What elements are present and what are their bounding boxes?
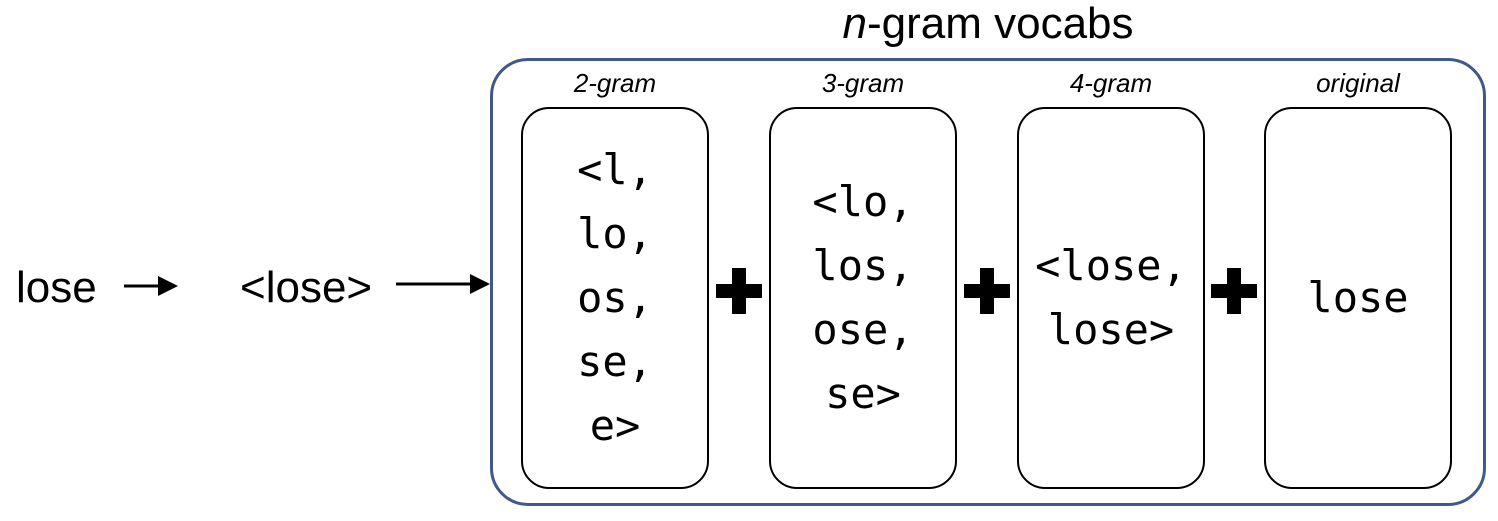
token: <l, [577, 145, 653, 194]
arrow-icon [396, 274, 490, 294]
token: lo, [577, 209, 653, 258]
token: se> [825, 369, 901, 418]
token: <lose, [1035, 241, 1187, 290]
vocab-label-original: original [1316, 68, 1400, 98]
token: lose> [1047, 305, 1175, 354]
vocab-group-title: n-gram vocabs [490, 2, 1486, 46]
bounded-word: <lose> [240, 263, 373, 312]
title-italic-n: n [842, 0, 867, 48]
token: los, [812, 241, 914, 290]
token-list: <l, lo, os, se, e> [577, 138, 653, 458]
vocab-label-3gram: 3-gram [821, 68, 905, 98]
plus-icon [1211, 268, 1257, 314]
token: <lo, [812, 177, 914, 226]
token: ose, [812, 305, 914, 354]
vocab-box-2gram: <l, lo, os, se, e> [521, 107, 709, 489]
token-list: <lo, los, ose, se> [812, 170, 913, 426]
token: lose [1307, 273, 1409, 322]
arrow-icon [124, 276, 178, 296]
plus-icon [964, 268, 1010, 314]
token: e> [589, 401, 641, 450]
vocab-box-4gram: <lose, lose> [1017, 107, 1205, 489]
token: se, [577, 337, 653, 386]
vocab-box-3gram: <lo, los, ose, se> [769, 107, 957, 489]
title-rest: -gram vocabs [866, 0, 1134, 48]
vocab-label-4gram: 4-gram [1069, 68, 1153, 98]
token: os, [577, 273, 653, 322]
plus-icon [716, 268, 762, 314]
vocab-box-original: lose [1264, 107, 1452, 489]
token-list: <lose, lose> [1035, 234, 1187, 362]
input-word: lose [16, 263, 97, 312]
ngram-vocabs-container [490, 58, 1486, 506]
token-list: lose [1307, 266, 1408, 330]
vocab-label-2gram: 2-gram [573, 68, 657, 98]
